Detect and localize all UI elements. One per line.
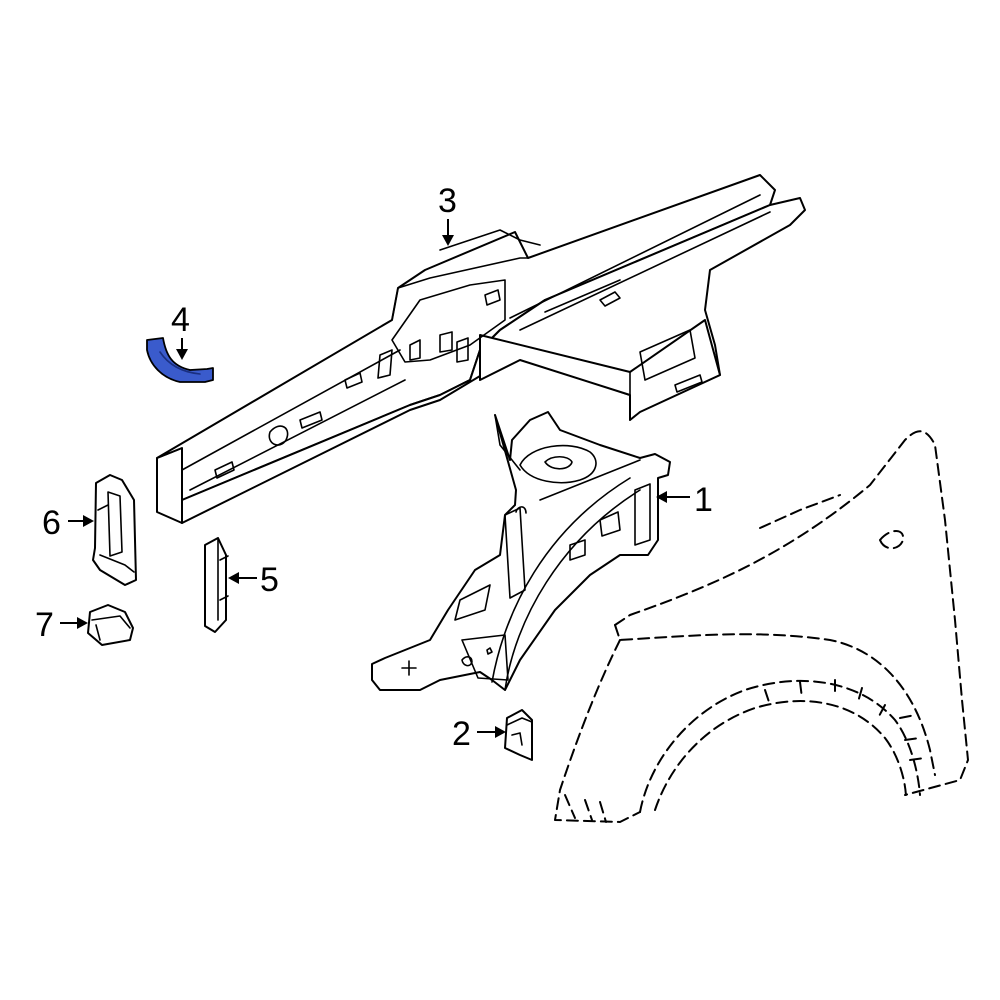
callout-5: 5 bbox=[260, 561, 279, 599]
callout-2: 2 bbox=[452, 715, 471, 753]
part-7-block[interactable] bbox=[87, 604, 134, 646]
callout-3: 3 bbox=[438, 182, 457, 220]
callout-4: 4 bbox=[171, 301, 190, 339]
part-4-bracket[interactable] bbox=[146, 337, 214, 383]
callout-1: 1 bbox=[694, 481, 713, 519]
part-1-apron-assembly[interactable] bbox=[371, 411, 671, 691]
callout-6: 6 bbox=[42, 504, 61, 542]
part-5-bracket[interactable] bbox=[204, 537, 229, 633]
fender-outline bbox=[554, 430, 969, 823]
leader-arrows bbox=[60, 219, 690, 738]
callout-7: 7 bbox=[35, 606, 54, 644]
part-3-frame-rail[interactable] bbox=[156, 174, 806, 524]
part-2-bracket[interactable] bbox=[504, 709, 533, 761]
part-6-plate[interactable] bbox=[92, 474, 137, 586]
